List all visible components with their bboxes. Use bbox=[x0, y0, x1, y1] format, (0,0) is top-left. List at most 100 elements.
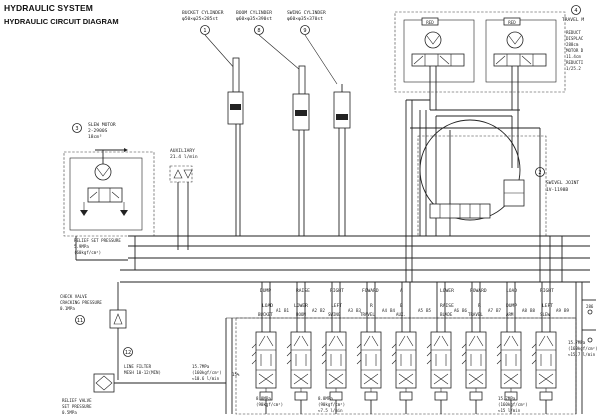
slew-motor-model: 2-2900S bbox=[88, 128, 108, 134]
line-filter-mesh: MESH 10-12(MIN) bbox=[124, 370, 161, 375]
slew-motor-group: 3 SLEW MOTOR 2-2900S 18cm³ RELIEF SET PR… bbox=[63, 122, 155, 270]
spool-body bbox=[395, 331, 417, 389]
note-flow2: ≈7.5 l/min bbox=[318, 408, 343, 413]
spool-flow-arrow bbox=[398, 335, 406, 347]
swing-cylinder-label: 9 SWING CYLINDER φ60×φ35×370st bbox=[287, 10, 326, 35]
spool-body bbox=[360, 331, 382, 389]
callout-11: 11 bbox=[77, 318, 83, 324]
spool-flow-arrow bbox=[468, 373, 484, 385]
spool-flow-arrow bbox=[398, 373, 414, 385]
spool-flow-arrow bbox=[470, 354, 482, 366]
section-8-bottom: DUMP bbox=[506, 303, 517, 309]
port-a9: A9 bbox=[556, 308, 561, 313]
section-3-top: RIGHT bbox=[330, 288, 344, 294]
boom-cylinder-name: BOOM CYLINDER bbox=[236, 10, 272, 16]
slew-relief-label: RELIEF SET PRESSURE bbox=[74, 238, 121, 243]
spool-flow-arrow bbox=[511, 335, 519, 347]
port-b2: B2 bbox=[320, 308, 325, 313]
auxiliary-label: AUXILIARY bbox=[170, 148, 195, 154]
spool-flow-arrow bbox=[503, 373, 519, 385]
spool-spring bbox=[321, 343, 327, 365]
port-a8: A8 bbox=[522, 308, 527, 313]
port-b8: B8 bbox=[530, 308, 535, 313]
relief-valve-label: SET PRESSURE bbox=[62, 404, 92, 409]
port-labels: A1 B1 A2 B2 A3 B3 A4 B4 A5 B5 A6 B6 A7 B… bbox=[276, 308, 569, 313]
section-6-port: BLADE bbox=[440, 312, 453, 317]
note-p3-kgf: (90kgf/cm²) bbox=[318, 402, 345, 407]
port-a2: A2 bbox=[312, 308, 317, 313]
port-b5: B5 bbox=[426, 308, 431, 313]
spool-flow-arrow bbox=[538, 373, 554, 385]
callout-1: 1 bbox=[203, 28, 206, 34]
note-flow1: ≈10.6 l/min bbox=[192, 376, 220, 381]
spool-flow-arrow bbox=[260, 354, 272, 366]
note-p5-mpa: 15.7MPa bbox=[568, 340, 586, 345]
spool-flow-arrow bbox=[371, 335, 379, 347]
spool-flow-arrow bbox=[293, 373, 309, 385]
bucket-cylinder-name: BUCKET CYLINDER bbox=[182, 10, 224, 16]
travel-motor-spec-2: 288cm bbox=[566, 42, 579, 47]
travel-motor-title: TRAVEL M bbox=[562, 17, 584, 23]
section-4-port: TRAVEL bbox=[360, 312, 375, 317]
note-p3-mpa: 8.8MPa bbox=[318, 396, 333, 401]
port-a4: A4 bbox=[382, 308, 387, 313]
note-p1-mpa: 15.7MPa bbox=[192, 364, 210, 369]
supply-lines bbox=[405, 99, 563, 282]
travel-motor-group: 4 TRAVEL M REDUCT DISPLAC 288cm MOTOR D … bbox=[394, 5, 584, 110]
spool-spring bbox=[426, 343, 432, 365]
travel-motor-spec-0: REDUCT bbox=[566, 30, 581, 35]
section-6-bottom: RAISE bbox=[440, 303, 454, 309]
port-a3: A3 bbox=[348, 308, 353, 313]
section-9-top: RIGHT bbox=[540, 288, 554, 294]
spool-flow-arrow bbox=[433, 335, 441, 347]
spool-spring bbox=[531, 343, 537, 365]
note-p4-kgf: (160kgf/cm²) bbox=[498, 402, 528, 407]
spool-flow-arrow bbox=[365, 354, 377, 366]
callout-3: 3 bbox=[75, 126, 78, 132]
section-4-top: FOWARD bbox=[362, 288, 379, 294]
callout-4: 4 bbox=[574, 8, 577, 14]
spool-flow-arrow bbox=[538, 335, 546, 347]
spool-flow-arrow bbox=[468, 335, 476, 347]
section-2-bottom: LOWER bbox=[294, 303, 308, 309]
line-filter-name: LINE FILTER bbox=[124, 364, 152, 369]
spool-body bbox=[290, 331, 312, 389]
note-p5-kgf: (160kgf/cm²) bbox=[568, 346, 598, 351]
spool-flow-arrow bbox=[363, 373, 379, 385]
spool-flow-arrow bbox=[540, 354, 552, 366]
spool-lever bbox=[364, 391, 378, 401]
spool-flow-arrow bbox=[301, 335, 309, 347]
boom-cylinder-spec: φ60×φ35×390st bbox=[236, 16, 272, 22]
section-9-bottom: LEFT bbox=[542, 303, 553, 309]
spool-lever bbox=[399, 391, 413, 401]
callout-9: 9 bbox=[303, 28, 306, 34]
swing-cylinder bbox=[333, 84, 351, 236]
reduction-gear-right: RED bbox=[508, 20, 516, 25]
spool-spring bbox=[286, 343, 292, 365]
section-7-port: TRAVEL bbox=[468, 312, 483, 317]
note-p1-kgf: (160kgf/cm²) bbox=[192, 370, 222, 375]
spool-lever bbox=[469, 391, 483, 401]
spool-spring bbox=[496, 343, 502, 365]
port-b4: B4 bbox=[390, 308, 395, 313]
bucket-cylinder bbox=[227, 57, 244, 236]
spool-flow-arrow bbox=[258, 373, 274, 385]
spool-body bbox=[430, 331, 452, 389]
spool-spring bbox=[356, 343, 362, 365]
slew-motor-displacement: 18cm³ bbox=[88, 134, 102, 140]
spool-body bbox=[325, 331, 347, 389]
slew-relief-kgf: (60kgf/cm²) bbox=[74, 250, 101, 255]
spool-flow-arrow bbox=[505, 354, 517, 366]
note-ratio: 15% bbox=[232, 372, 240, 377]
note-flow3: ≈15 l/min bbox=[498, 408, 521, 413]
right-edge-value: 286 bbox=[586, 304, 594, 309]
check-valve-cracking: CRACKING PRESSURE bbox=[60, 300, 102, 305]
valve-spools bbox=[251, 282, 557, 414]
note-p2-mpa: 8.8MPa bbox=[256, 396, 271, 401]
spool-spring bbox=[461, 343, 467, 365]
line-filter-group: 12 LINE FILTER MESH 10-12(MIN) RELIEF VA… bbox=[62, 347, 226, 415]
spool-flow-arrow bbox=[328, 373, 344, 385]
bucket-cylinder-spec: φ50×φ25×285st bbox=[182, 16, 218, 22]
boom-cylinder-label: 8 BOOM CYLINDER φ60×φ35×390st bbox=[236, 10, 272, 35]
section-labels: DUMP LOAD BUCKET RAISE LOWER BOOM RIGHT … bbox=[258, 288, 554, 317]
